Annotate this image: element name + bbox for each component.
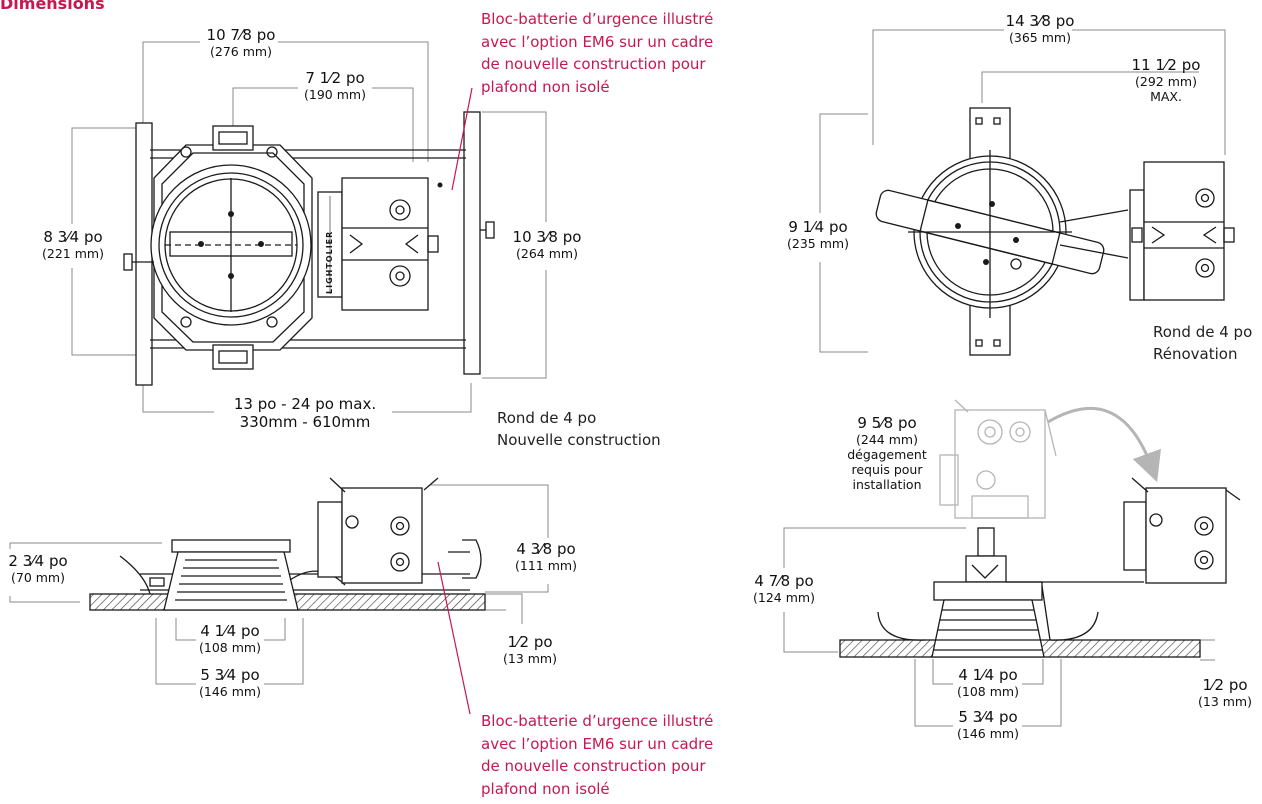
dimension-lines-bottom-left: [9, 484, 549, 685]
dimension-lines-top-left: [71, 41, 547, 413]
note-bottom-line-1: Bloc-batterie d’urgence illustré: [481, 712, 714, 730]
dim-bl-right: 4 3⁄8 po (111 mm): [506, 540, 586, 573]
caption-new-construction-line-2: Nouvelle construction: [497, 430, 661, 449]
note-bottom-line-3: de nouvelle construction pour: [481, 757, 706, 775]
dim-tr-inner: 11 1⁄2 po (292 mm) MAX.: [1126, 56, 1206, 104]
new-construction-elevation-drawing: [89, 477, 486, 611]
dim-bl-right-po: 4 3⁄8 po: [516, 540, 576, 558]
dim-bl-height-mm: (70 mm): [11, 570, 65, 585]
dim-br-clear-mm: (244 mm): [856, 432, 918, 447]
dim-tl-width-mm: (276 mm): [210, 44, 272, 59]
dim-bl-height: 2 3⁄4 po (70 mm): [0, 552, 76, 585]
note-top-line-4: plafond non isolé: [481, 77, 610, 96]
dimension-lines-bottom-right: [783, 527, 1215, 727]
dim-tl-right-mm: (264 mm): [516, 246, 578, 261]
dim-bl-inner: 4 1⁄4 po (108 mm): [190, 622, 270, 655]
dimension-lines-top-right: [819, 29, 1226, 353]
dim-tl-height: 8 3⁄4 po (221 mm): [28, 228, 118, 261]
battery-note-top: Bloc-batterie d’urgence illustré avec l’…: [481, 8, 713, 98]
dim-br-outer: 5 3⁄4 po (146 mm): [948, 708, 1028, 741]
dim-bl-right-mm: (111 mm): [515, 558, 577, 573]
dim-br-clear-po: 9 5⁄8 po: [857, 414, 917, 432]
dim-bl-outer: 5 3⁄4 po (146 mm): [190, 666, 270, 699]
caption-renovation-line-1: Rond de 4 po: [1153, 323, 1253, 341]
dim-tr-inner-po: 11 1⁄2 po: [1131, 56, 1201, 74]
caption-new-construction: Rond de 4 po Nouvelle construction: [497, 408, 661, 452]
note-leader-top: [451, 87, 473, 191]
dim-tl-inner: 7 1⁄2 po (190 mm): [295, 69, 375, 102]
dim-tl-inner-mm: (190 mm): [304, 87, 366, 102]
dim-bl-thick: 1⁄2 po (13 mm): [490, 633, 570, 666]
note-bottom-line-2: avec l’option EM6 sur un cadre: [481, 734, 714, 753]
dim-bl-thick-mm: (13 mm): [503, 651, 557, 666]
note-bottom-line-4: plafond non isolé: [481, 779, 610, 798]
dim-tl-width: 10 7⁄8 po (276 mm): [196, 26, 286, 59]
dim-br-thick-mm: (13 mm): [1198, 694, 1252, 709]
dim-br-thick: 1⁄2 po (13 mm): [1188, 676, 1262, 709]
dim-tl-height-po: 8 3⁄4 po: [43, 228, 103, 246]
renovation-plan-drawing: [875, 107, 1235, 356]
ghost-box-drawing: [939, 399, 1161, 519]
note-top-line-2: avec l’option EM6 sur un cadre: [481, 32, 714, 51]
dim-bl-outer-mm: (146 mm): [199, 684, 261, 699]
dim-tl-width-po: 10 7⁄8 po: [206, 26, 276, 44]
note-top-line-3: de nouvelle construction pour: [481, 55, 706, 73]
note-leader-bottom: [437, 561, 471, 715]
dim-tr-width-po: 14 3⁄8 po: [1005, 12, 1075, 30]
battery-note-bottom: Bloc-batterie d’urgence illustré avec l’…: [481, 710, 713, 800]
dim-tr-width-mm: (365 mm): [1009, 30, 1071, 45]
caption-renovation-line-2: Rénovation: [1153, 344, 1238, 363]
dim-tr-height-mm: (235 mm): [787, 236, 849, 251]
dim-br-height: 4 7⁄8 po (124 mm): [742, 572, 826, 605]
dim-tl-height-mm: (221 mm): [42, 246, 104, 261]
dim-tr-inner-mm: (292 mm): [1135, 74, 1197, 89]
dim-br-clearance: 9 5⁄8 po (244 mm) dégagement requis pour…: [832, 414, 942, 492]
lightolier-logo-text: LIGHTOLIER: [325, 231, 334, 294]
dim-br-clear-l2: requis pour: [851, 462, 923, 477]
dim-br-clear-l1: dégagement: [847, 447, 927, 462]
dim-bl-height-po: 2 3⁄4 po: [8, 552, 68, 570]
dim-bl-thick-po: 1⁄2 po: [507, 633, 553, 651]
dim-br-inner-mm: (108 mm): [957, 684, 1019, 699]
dim-tl-inner-po: 7 1⁄2 po: [305, 69, 365, 87]
dim-br-clear-l3: installation: [852, 477, 922, 492]
dim-tl-bottom: 13 po - 24 po max. 330mm - 610mm: [210, 395, 400, 431]
dim-tl-bottom-po: 13 po - 24 po max.: [233, 395, 377, 413]
renovation-elevation-drawing: [839, 477, 1241, 658]
dim-bl-outer-po: 5 3⁄4 po: [200, 666, 260, 684]
note-top-line-1: Bloc-batterie d’urgence illustré: [481, 10, 714, 28]
dim-br-inner: 4 1⁄4 po (108 mm): [948, 666, 1028, 699]
dim-br-outer-po: 5 3⁄4 po: [958, 708, 1018, 726]
caption-renovation: Rond de 4 po Rénovation: [1153, 322, 1252, 366]
dim-tl-right-po: 10 3⁄8 po: [512, 228, 582, 246]
dim-bl-inner-mm: (108 mm): [199, 640, 261, 655]
dim-br-height-po: 4 7⁄8 po: [754, 572, 814, 590]
new-construction-dots: [198, 182, 443, 279]
dim-tl-right: 10 3⁄8 po (264 mm): [502, 228, 592, 261]
dim-br-height-mm: (124 mm): [753, 590, 815, 605]
dim-tr-width: 14 3⁄8 po (365 mm): [995, 12, 1085, 45]
dim-tl-bottom-mm: 330mm - 610mm: [239, 413, 371, 431]
dim-bl-inner-po: 4 1⁄4 po: [200, 622, 260, 640]
new-construction-plan-drawing: [123, 111, 495, 386]
renovation-dots: [955, 201, 1019, 265]
dim-tr-height-po: 9 1⁄4 po: [788, 218, 848, 236]
page-title: Dimensions: [0, 0, 105, 13]
caption-new-construction-line-1: Rond de 4 po: [497, 409, 597, 427]
dim-br-outer-mm: (146 mm): [957, 726, 1019, 741]
dim-tr-height: 9 1⁄4 po (235 mm): [778, 218, 858, 251]
dim-br-inner-po: 4 1⁄4 po: [958, 666, 1018, 684]
dim-tr-inner-extra: MAX.: [1150, 89, 1182, 104]
dim-br-thick-po: 1⁄2 po: [1202, 676, 1248, 694]
